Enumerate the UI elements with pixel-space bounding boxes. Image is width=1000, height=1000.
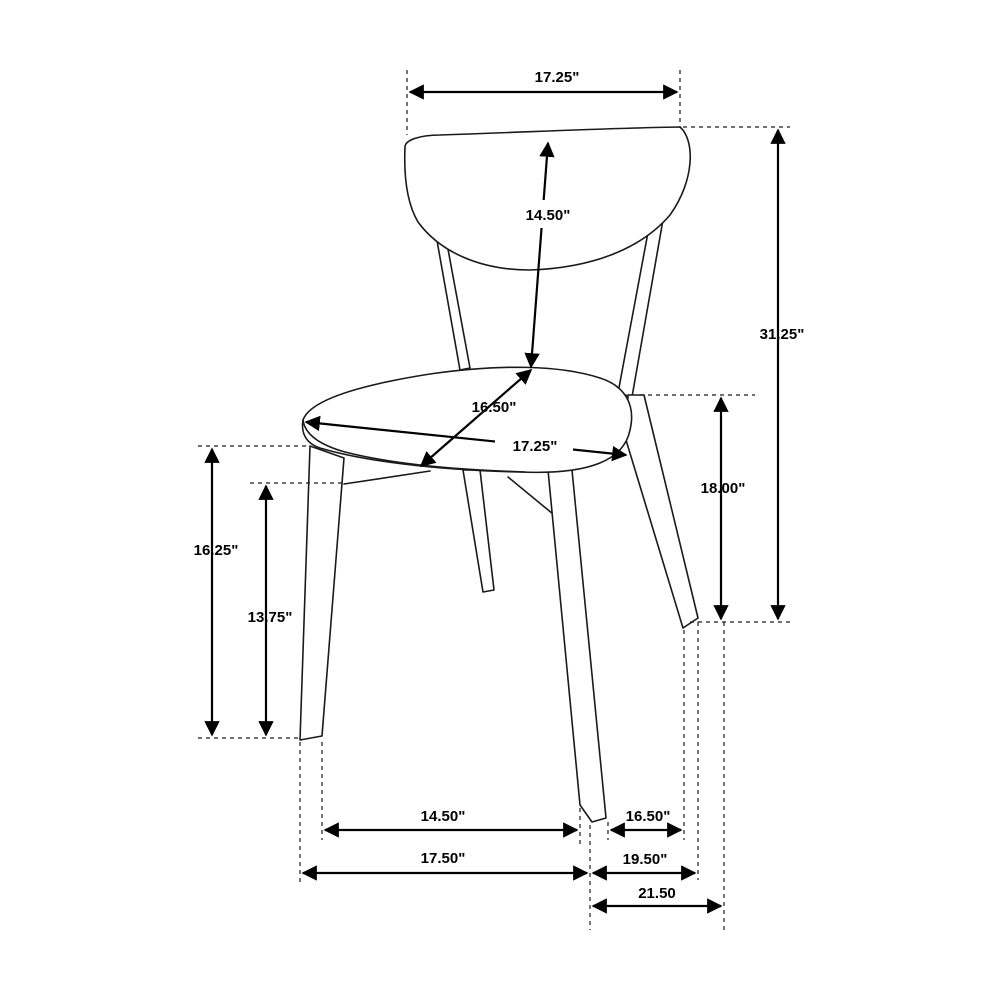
label-seat-depth: 16.50" — [472, 399, 517, 416]
label-base-inner-depth: 16.50" — [626, 808, 671, 825]
label-base-outer-width: 17.50" — [421, 850, 466, 867]
arrow-backrest-height — [524, 141, 555, 369]
seat — [301, 366, 633, 474]
dimension-labels: 17.25" 14.50" 31.25" 16.50" 17.25" 18.00… — [194, 69, 805, 902]
label-backrest-height: 14.50" — [526, 207, 571, 224]
label-seat-height: 18.00" — [701, 480, 746, 497]
front-leg-right — [547, 469, 607, 823]
guide-lines — [198, 70, 790, 930]
label-front-height-outer: 16.25" — [194, 542, 239, 559]
chair-outline — [299, 126, 699, 823]
label-overall-depth: 21.50 — [638, 885, 676, 902]
front-leg-left — [299, 445, 345, 741]
label-backrest-width: 17.25" — [535, 69, 580, 86]
rear-leg-left — [462, 469, 495, 593]
stretcher — [343, 470, 554, 515]
label-seat-width: 17.25" — [513, 438, 558, 455]
label-overall-height: 31.25" — [760, 326, 805, 343]
label-base-inner-width: 14.50" — [421, 808, 466, 825]
rear-leg-right — [625, 394, 699, 629]
label-base-mid-depth: 19.50" — [623, 851, 668, 868]
label-front-height-inner: 13.75" — [248, 609, 293, 626]
